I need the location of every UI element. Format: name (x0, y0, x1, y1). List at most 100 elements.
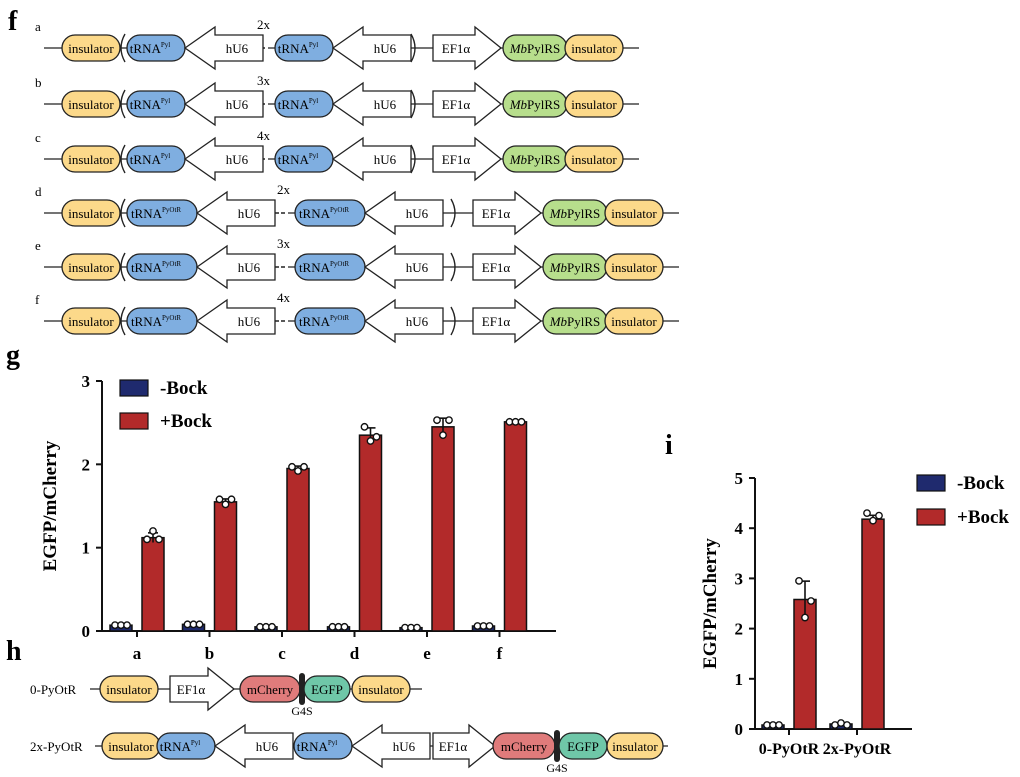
ef1a-promoter (432, 723, 497, 769)
hu6-promoter-1-label: hU6 (226, 97, 249, 112)
y-tick-label: 0 (735, 720, 744, 739)
hu6-promoter-2-label: hU6 (393, 739, 416, 754)
insulator-right (604, 199, 664, 227)
mbpylrs-label: MbPylRS (509, 41, 561, 56)
row-letter: f (35, 292, 40, 307)
panel-label-i: i (665, 430, 673, 461)
hu6-promoter-1-label: hU6 (238, 260, 261, 275)
mbpylrs-label: MbPylRS (549, 260, 601, 275)
ef1a-promoter (432, 25, 503, 71)
trna-2-label: tRNAPyl (278, 152, 318, 167)
data-point (340, 622, 349, 631)
x-tick-label: 2x-PyOtR (823, 741, 892, 758)
egfp-gene (303, 675, 351, 703)
ef1a-promoter-label: EF1α (177, 682, 206, 697)
copy-number: 3x (257, 73, 271, 88)
hu6-promoter-2 (331, 25, 412, 71)
data-point (875, 511, 883, 520)
insulator-right-label: insulator (571, 97, 617, 112)
data-point (288, 462, 296, 471)
repeat-bracket-close (450, 198, 456, 228)
insulator-right (604, 307, 664, 335)
row-letter: a (35, 19, 41, 34)
data-point (143, 535, 151, 544)
data-point (413, 623, 421, 632)
data-point (300, 462, 308, 471)
insulator-right (564, 145, 624, 173)
hu6-promoter-1-label: hU6 (238, 206, 261, 221)
trna-1-label: tRNAPyl (130, 41, 170, 56)
insulator-left (61, 307, 121, 335)
hu6-promoter-2 (331, 81, 412, 127)
hu6-promoter-1 (195, 244, 276, 290)
x-tick-label: a (133, 644, 142, 663)
insulator-left-label: insulator (68, 41, 114, 56)
insulator-right (604, 253, 664, 281)
hu6-promoter-2-label: hU6 (374, 41, 397, 56)
hu6-promoter-2 (350, 723, 431, 769)
insulator-right (564, 34, 624, 62)
ef1a-promoter (432, 136, 503, 182)
x-tick-label: f (497, 644, 503, 663)
bar-+Bock-e (431, 426, 455, 632)
copy-number: 2x (257, 17, 271, 32)
data-point (869, 516, 877, 525)
hu6-promoter-1 (195, 190, 276, 236)
trna-2-label: tRNAPyl (297, 739, 337, 754)
data-point (268, 622, 276, 631)
insulator-left (61, 253, 121, 281)
x-tick-label: e (423, 644, 431, 663)
copy-number: 4x (257, 128, 271, 143)
ef1a-promoter (432, 81, 503, 127)
mbpylrs-label: MbPylRS (549, 206, 601, 221)
x-tick-label: d (350, 644, 360, 663)
ef1a-promoter-label: EF1α (439, 739, 468, 754)
y-axis-label: EGFP/mCherry (40, 440, 61, 571)
g4s-linker (299, 673, 305, 705)
ef1a-promoter-label: EF1α (482, 206, 511, 221)
panel-label-h: h (6, 636, 22, 667)
data-point (801, 613, 809, 622)
repeat-bracket-open (120, 306, 126, 336)
ef1a-promoter-label: EF1α (442, 41, 471, 56)
insulator-left-label: insulator (68, 260, 114, 275)
ef1a-promoter (472, 298, 543, 344)
copy-number: 2x (277, 182, 291, 197)
insulator-left (61, 199, 121, 227)
y-tick-label: 2 (82, 455, 91, 474)
bar-+Bock-c (286, 467, 310, 632)
mcherry-gene-label: mCherry (247, 682, 294, 697)
data-point (843, 721, 851, 729)
trna-1-label: tRNAPyl (130, 152, 170, 167)
data-point (149, 527, 157, 535)
repeat-bracket-open (120, 144, 126, 174)
y-tick-label: 1 (82, 539, 91, 558)
repeat-bracket-close (410, 33, 416, 63)
data-point (807, 597, 815, 605)
trna-2-label: tRNAPyl (278, 97, 318, 112)
hu6-promoter-2 (363, 298, 444, 344)
insulator-right-label: insulator (611, 260, 657, 275)
data-point (294, 467, 302, 475)
legend-label--Bock: -Bock (160, 378, 208, 399)
y-tick-label: 2 (735, 620, 744, 639)
y-tick-label: 0 (82, 622, 91, 641)
row-letter: d (35, 184, 42, 199)
data-point (795, 577, 803, 585)
hu6-promoter-1-label: hU6 (226, 152, 249, 167)
insulator-left (61, 34, 121, 62)
ef1a-promoter-label: EF1α (442, 152, 471, 167)
trna-1-label: tRNAPyl (130, 97, 170, 112)
legend-swatch--Bock (916, 474, 946, 492)
data-point (485, 622, 494, 630)
trna-1-label: tRNAPyl (160, 739, 200, 754)
hu6-promoter-2 (363, 190, 444, 236)
hu6-promoter-1 (183, 81, 264, 127)
copy-number: 4x (277, 290, 291, 305)
